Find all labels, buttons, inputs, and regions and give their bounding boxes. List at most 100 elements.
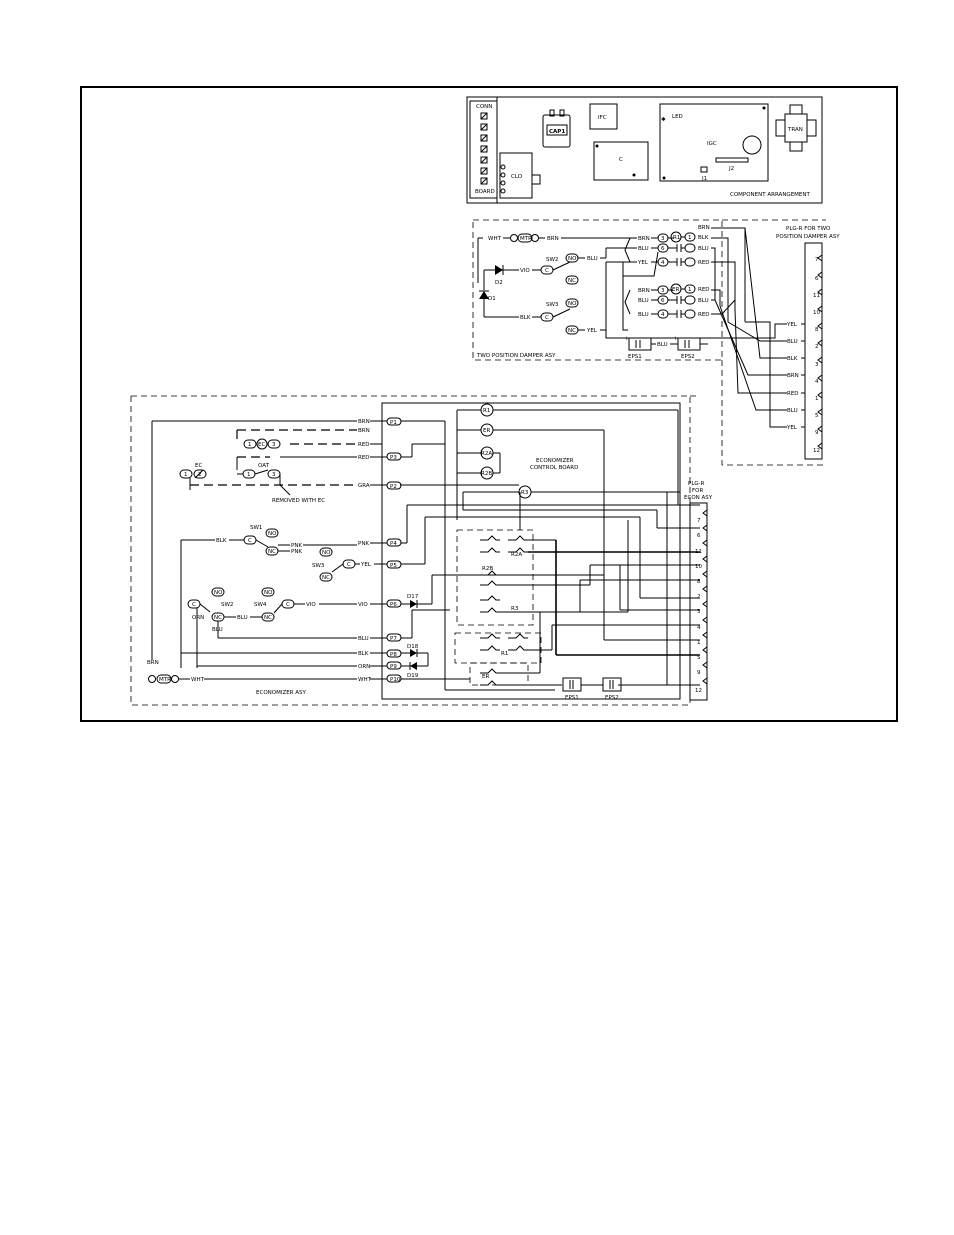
svg-text:P1: P1	[390, 420, 397, 426]
svg-text:12: 12	[813, 448, 820, 454]
svg-text:BLU: BLU	[212, 627, 223, 633]
removed-with-ec-label: REMOVED WITH EC	[272, 498, 325, 504]
economizer-assembly: ECONOMIZER ASY ECONOMIZER CONTROL BOARD …	[130, 395, 713, 706]
svg-text:P8: P8	[390, 652, 397, 658]
svg-text:2: 2	[198, 472, 202, 478]
svg-text:WHT: WHT	[488, 236, 502, 242]
svg-text:RED: RED	[358, 442, 370, 448]
svg-text:12: 12	[695, 688, 702, 694]
svg-text:6: 6	[815, 276, 819, 282]
svg-text:GRA: GRA	[358, 483, 370, 489]
svg-text:D19: D19	[407, 673, 419, 679]
svg-text:YEL: YEL	[786, 425, 798, 431]
svg-text:P3: P3	[390, 455, 397, 461]
svg-text:6: 6	[661, 298, 665, 304]
svg-text:NO: NO	[568, 301, 577, 307]
svg-text:D1: D1	[488, 296, 496, 302]
svg-text:C: C	[545, 315, 549, 321]
svg-text:ECON ASY: ECON ASY	[684, 495, 713, 501]
svg-text:4: 4	[661, 260, 665, 266]
svg-text:SW3: SW3	[312, 563, 325, 569]
svg-text:6: 6	[661, 246, 665, 252]
svg-text:EPS1: EPS1	[628, 354, 642, 360]
svg-text:BLK: BLK	[358, 651, 369, 657]
svg-text:PNK: PNK	[358, 541, 369, 547]
board-pins: P1 P3 P2 P4 P5 P6 P7 P8 P9 P10	[386, 417, 402, 683]
svg-text:D2: D2	[495, 280, 503, 286]
svg-text:RED: RED	[698, 260, 710, 266]
svg-text:IGC: IGC	[707, 141, 717, 147]
clo-component: CLO	[499, 152, 541, 199]
svg-text:10: 10	[813, 310, 820, 316]
svg-text:5: 5	[815, 413, 819, 419]
svg-text:FOR: FOR	[692, 488, 703, 494]
svg-text:R3: R3	[521, 490, 529, 496]
svg-text:R3: R3	[511, 606, 519, 612]
svg-text:BLU: BLU	[657, 342, 668, 348]
svg-text:R1: R1	[483, 408, 490, 414]
relay-coils: R1 ER R2A R2B R3	[400, 403, 700, 529]
svg-text:3: 3	[661, 236, 665, 242]
svg-text:10: 10	[695, 564, 702, 570]
svg-text:6: 6	[697, 533, 701, 539]
diagram-border	[80, 86, 898, 722]
svg-text:4: 4	[697, 625, 701, 631]
svg-text:7: 7	[697, 518, 701, 524]
svg-text:4: 4	[815, 379, 819, 385]
svg-text:R2A: R2A	[511, 552, 522, 558]
svg-text:9: 9	[697, 670, 701, 676]
svg-text:NO: NO	[264, 590, 273, 596]
svg-text:NC: NC	[264, 615, 272, 621]
svg-text:4: 4	[661, 312, 665, 318]
tran-component: TRAN	[775, 104, 817, 152]
two-position-plug-pins: 7 6 11 10 8 2 3 4 1 5 9 12	[813, 254, 823, 454]
svg-text:R1: R1	[673, 235, 680, 241]
svg-text:P10: P10	[390, 677, 401, 683]
svg-text:YEL: YEL	[586, 328, 598, 334]
svg-text:VIO: VIO	[306, 602, 316, 608]
c-component: C	[593, 141, 649, 181]
svg-text:EC: EC	[195, 463, 202, 469]
svg-text:P4: P4	[390, 541, 397, 547]
svg-text:2: 2	[697, 594, 701, 600]
svg-text:BLU: BLU	[587, 256, 598, 262]
terminal-strip	[480, 112, 488, 185]
svg-text:POSITION DAMPER ASY: POSITION DAMPER ASY	[776, 234, 840, 240]
svg-text:IFC: IFC	[598, 115, 607, 121]
svg-text:WHT: WHT	[191, 677, 205, 683]
svg-text:PNK: PNK	[291, 543, 302, 549]
svg-text:3: 3	[697, 609, 701, 615]
svg-text:VIO: VIO	[358, 602, 368, 608]
svg-text:PNK: PNK	[291, 549, 302, 555]
svg-text:YEL: YEL	[637, 260, 649, 266]
svg-text:BLU: BLU	[787, 408, 798, 414]
svg-text:NO: NO	[268, 531, 277, 537]
svg-text:D17: D17	[407, 594, 419, 600]
relay-contacts: R2A R2B R3 R1 ER	[480, 535, 528, 686]
svg-text:3: 3	[815, 362, 819, 368]
component-arrangement-title: COMPONENT ARRANGEMENT	[730, 192, 811, 198]
svg-text:P5: P5	[390, 563, 397, 569]
svg-text:BLU: BLU	[237, 615, 248, 621]
svg-text:BLK: BLK	[216, 538, 227, 544]
svg-text:P2: P2	[390, 484, 397, 490]
svg-text:8: 8	[815, 327, 819, 333]
cap1-component: CAP1	[542, 109, 571, 148]
svg-text:+: +	[624, 336, 629, 342]
svg-text:1: 1	[248, 442, 252, 448]
svg-text:P9: P9	[390, 664, 397, 670]
svg-text:ECONOMIZER: ECONOMIZER	[536, 458, 574, 464]
svg-text:NC: NC	[214, 615, 222, 621]
svg-text:TRAN: TRAN	[787, 127, 803, 133]
svg-text:NO: NO	[568, 256, 577, 262]
svg-text:RED: RED	[698, 312, 710, 318]
svg-text:BLU: BLU	[638, 298, 649, 304]
igc-board: LED IGC J2 J1 ✱	[659, 103, 769, 182]
svg-text:RED: RED	[698, 287, 710, 293]
svg-text:J2: J2	[728, 166, 734, 172]
economizer-title: ECONOMIZER ASY	[256, 690, 307, 696]
svg-text:1: 1	[697, 640, 701, 646]
svg-text:PLG-R FOR TWO: PLG-R FOR TWO	[786, 226, 831, 232]
svg-text:BRN: BRN	[358, 419, 370, 425]
